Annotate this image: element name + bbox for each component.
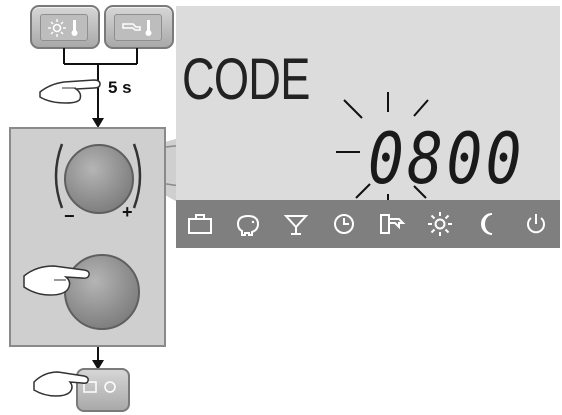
power-icon — [521, 209, 551, 239]
sun-icon — [425, 209, 455, 239]
blink-rays — [336, 92, 429, 208]
hot-water-temperature-face — [114, 14, 162, 41]
rotary-knob[interactable] — [64, 144, 134, 214]
briefcase-icon — [185, 209, 215, 239]
cocktail-icon — [281, 209, 311, 239]
hot-water-temperature-button[interactable] — [104, 5, 174, 49]
hand-pointing-icon — [23, 265, 90, 296]
piggybank-icon — [233, 209, 263, 239]
hand-press-icon — [39, 79, 101, 104]
rotate-arrows-icon — [54, 143, 142, 209]
day-temperature-face — [40, 14, 88, 41]
stick-tap-icon — [377, 209, 407, 239]
clock-icon — [329, 209, 359, 239]
tap-thermometer-icon — [122, 20, 152, 36]
sun-thermometer-icon — [48, 19, 78, 37]
mode-button-icon — [83, 381, 116, 393]
day-temperature-button[interactable] — [30, 5, 100, 49]
display-code-label: CODE — [182, 47, 310, 112]
mode-icon-bar — [176, 200, 560, 248]
hold-duration-label: 5 s — [108, 78, 132, 97]
knob-minus-label: − — [64, 206, 75, 226]
display-code-value: 0800 — [368, 118, 525, 200]
confirm-button[interactable] — [76, 368, 130, 412]
moon-icon — [473, 209, 503, 239]
rotary-knob-press[interactable] — [64, 254, 140, 330]
knob-plus-label: + — [122, 202, 133, 222]
hand-press-button-icon — [33, 371, 89, 397]
